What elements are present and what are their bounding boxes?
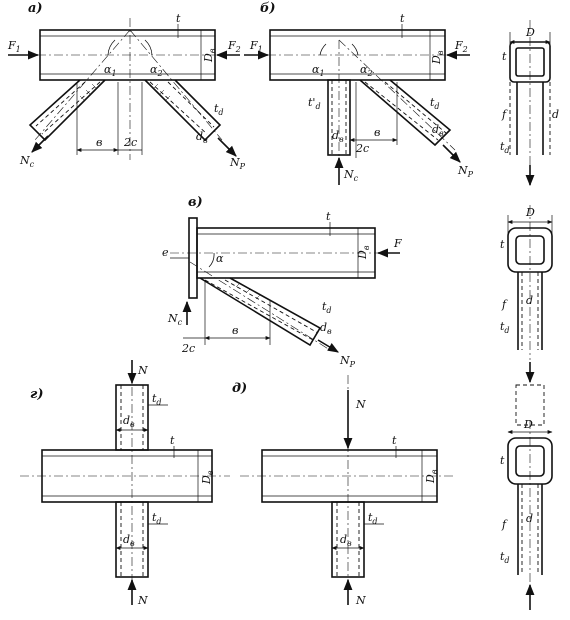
panel-v-td: td xyxy=(322,300,332,315)
panel-v-t: t xyxy=(326,210,331,223)
section-view-1: D t f d td xyxy=(500,20,559,187)
section-view-2: D t f d td xyxy=(500,205,553,360)
section-view-3: D t f d td xyxy=(500,362,553,610)
panel-v-f: F xyxy=(393,237,402,250)
panel-v-np: NP xyxy=(339,354,356,369)
panel-b-alpha2: α2 xyxy=(360,63,373,78)
section-1-t: t xyxy=(502,50,507,63)
section-2-f: f xyxy=(501,298,508,311)
panel-d-n-bottom: N xyxy=(355,594,366,607)
panel-a-2c: 2c xyxy=(123,136,137,149)
panel-a-f2: F2 xyxy=(227,39,241,54)
panel-a-dh: Dв xyxy=(202,48,217,63)
panel-d-n-top: N xyxy=(355,398,366,411)
section-1-f: f xyxy=(501,108,508,121)
panel-a-label: а) xyxy=(28,1,43,16)
panel-a-compression-brace xyxy=(28,79,106,142)
panel-a-t: t xyxy=(176,12,181,25)
panel-g-dd1: dв xyxy=(123,414,135,429)
panel-g-n-top: N xyxy=(137,364,148,377)
panel-a-nc: Nc xyxy=(19,154,35,169)
panel-b-nc: Nc xyxy=(343,168,359,183)
panel-b-n-joint: б) F1 F2 α1 α2 t Dв t'd td xyxy=(244,1,474,185)
section-2-td: td xyxy=(500,320,510,335)
panel-b-tdp: t'd xyxy=(308,96,321,111)
panel-a-k-joint: а) F1 xyxy=(7,1,246,171)
panel-d-t: t xyxy=(392,434,397,447)
section-3-td: td xyxy=(500,550,510,565)
section-1-td: td xyxy=(500,140,510,155)
panel-b-dd2: dв xyxy=(432,123,444,138)
panel-v-alpha: α xyxy=(216,252,224,265)
panel-b-np: NP xyxy=(457,164,474,179)
section-3-f: f xyxy=(501,518,508,531)
panel-b-f1: F1 xyxy=(249,39,263,54)
panel-v-nc: Nc xyxy=(167,312,183,327)
panel-v-dd: dв xyxy=(320,321,332,336)
panel-g-n-bottom: N xyxy=(137,594,148,607)
section-3-d: d xyxy=(526,512,533,525)
section-3-d-big: D xyxy=(523,418,533,431)
panel-a-np: NP xyxy=(229,156,246,171)
panel-v-2c: 2c xyxy=(181,342,195,355)
panel-a-alpha2: α2 xyxy=(150,63,163,78)
panel-g-cross-joint: г) N N td dв t Dв td dв xyxy=(20,360,230,607)
panel-g-td2: td xyxy=(152,511,162,526)
panel-a-td: td xyxy=(214,102,224,117)
panel-a-f1: F1 xyxy=(7,39,21,54)
section-3-t: t xyxy=(500,454,505,467)
panel-b-b: в xyxy=(374,126,380,139)
panel-b-2c: 2c xyxy=(355,142,369,155)
panel-b-t: t xyxy=(400,12,405,25)
panel-b-alpha1: α1 xyxy=(312,63,325,78)
panel-v-end-plate xyxy=(188,217,198,299)
panel-d-t-joint: д) N N t Dв td dв xyxy=(232,375,455,607)
panel-g-t: t xyxy=(170,434,175,447)
panel-d-dh: Dв xyxy=(424,469,439,484)
panel-d-dd: dв xyxy=(340,533,352,548)
section-2-t: t xyxy=(500,238,505,251)
panel-b-dh: Dв xyxy=(430,50,445,65)
panel-g-td1: td xyxy=(152,392,162,407)
panel-d-bottom-brace xyxy=(331,501,365,578)
panel-b-dd1: dв xyxy=(332,129,344,144)
panel-a-tension-brace xyxy=(144,79,222,142)
panel-g-dh: Dв xyxy=(200,470,215,485)
panel-v-b: в xyxy=(232,324,238,337)
panel-b-td: td xyxy=(430,96,440,111)
panel-a-alpha1: α1 xyxy=(104,63,117,78)
panel-v-end-joint: в) e α t Dв F td dв Nc xyxy=(162,195,402,369)
panel-b-f2: F2 xyxy=(454,39,468,54)
panel-g-label: г) xyxy=(30,387,43,402)
panel-d-label: д) xyxy=(232,381,247,396)
panel-a-dd: dв xyxy=(196,130,208,145)
panel-b-label: б) xyxy=(260,1,276,16)
panel-v-dh: Dв xyxy=(356,245,371,260)
panel-a-b: в xyxy=(96,136,102,149)
section-2-d: d xyxy=(526,294,533,307)
section-1-d: d xyxy=(552,108,559,121)
panel-v-label: в) xyxy=(188,195,203,210)
panel-d-td: td xyxy=(368,511,378,526)
panel-b-diagonal-brace xyxy=(359,79,452,147)
panel-v-brace xyxy=(199,277,322,347)
panel-v-e: e xyxy=(162,246,169,259)
panel-g-dd2: dв xyxy=(123,533,135,548)
